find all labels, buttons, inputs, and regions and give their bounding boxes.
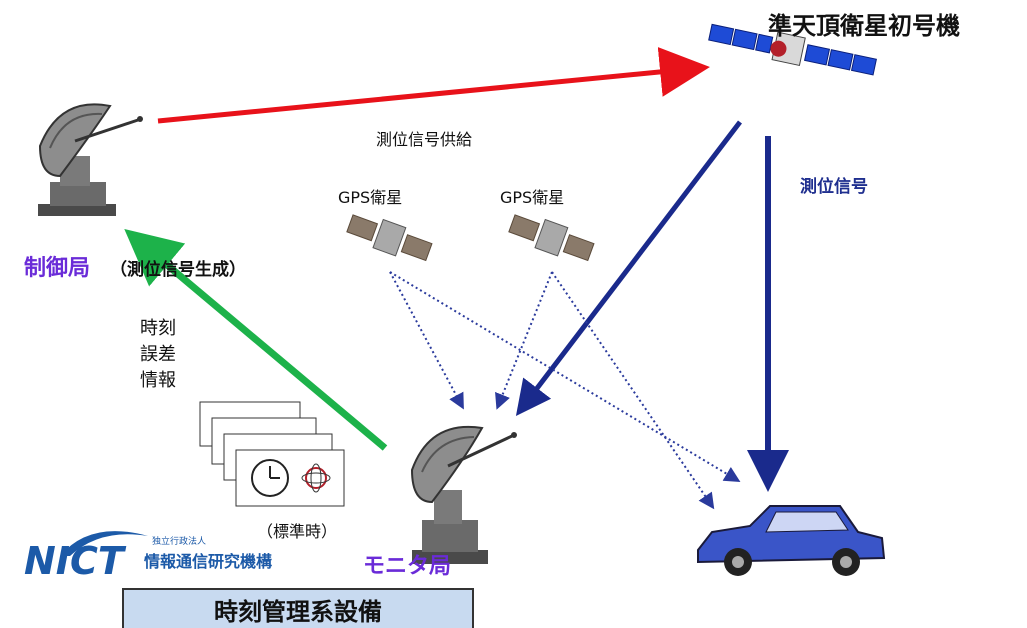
control-station-dish-icon: [38, 103, 143, 216]
nict-logo-mark-icon: NICT: [24, 531, 148, 582]
gps1-label: GPS衛星: [338, 188, 403, 207]
standard-time-label: （標準時）: [257, 522, 338, 541]
time-error-line-3: 情報: [140, 370, 176, 391]
time-standard-cards-icon: [199, 401, 345, 507]
supply-label: 測位信号供給: [376, 130, 473, 149]
navy-arrow-to-monitor: [515, 120, 742, 416]
gps2-label: GPS衛星: [500, 188, 565, 207]
nict-sub: 情報通信研究機構: [144, 552, 273, 571]
qzs-satellite-icon: [708, 23, 877, 76]
time-management-facility-box: 時刻管理系設備: [122, 588, 474, 628]
signal-label: 測位信号: [800, 177, 868, 197]
gps-satellite-2-icon: [508, 214, 595, 262]
control-station-sub-label: （測位信号生成）: [110, 260, 246, 280]
svg-text:NICT: NICT: [24, 539, 127, 582]
time-management-facility-label: 時刻管理系設備: [214, 597, 382, 626]
red-arrow: [157, 47, 710, 124]
dotted-gps2-to-car: [551, 271, 715, 510]
time-error-line-2: 誤差: [140, 344, 176, 365]
monitor-station-label: モニタ局: [363, 554, 452, 579]
dotted-gps1-to-monitor: [389, 271, 464, 410]
time-error-info-label: 時刻 誤差 情報: [140, 316, 176, 394]
gps-satellite-1-icon: [346, 214, 433, 262]
dotted-gps2-to-monitor: [495, 271, 553, 410]
green-arrow: [124, 228, 388, 451]
nict-sub-small: 独立行政法人: [152, 537, 207, 547]
time-error-line-1: 時刻: [140, 318, 176, 339]
monitor-station-dish-icon: [410, 425, 517, 564]
car-icon: [697, 505, 886, 576]
qzs-title: 準天頂衛星初号機: [768, 12, 960, 40]
control-station-label: 制御局: [24, 256, 91, 281]
